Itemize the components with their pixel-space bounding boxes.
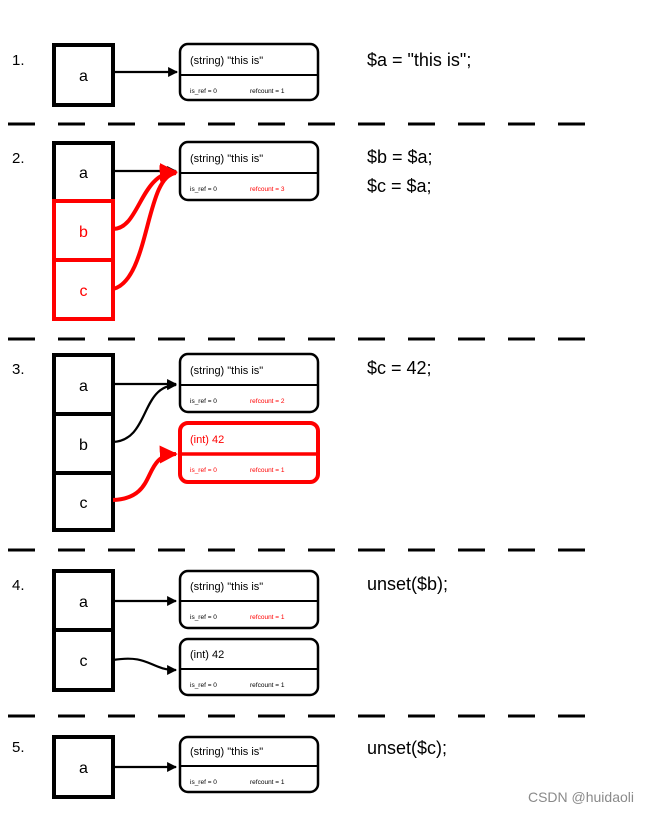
zval-is-ref: is_ref = 0 (190, 398, 217, 405)
step-3: 3. a b c (string) "this is" is_ref = 0 r… (12, 352, 432, 532)
reference-arrow-c (112, 165, 178, 291)
variable-label-b: b (79, 224, 88, 241)
zval-string-box: (string) "this is" is_ref = 0 refcount =… (178, 569, 320, 630)
zval-is-ref: is_ref = 0 (190, 682, 217, 689)
variable-box-a: a (52, 569, 115, 632)
code-line: $c = 42; (367, 358, 432, 378)
zval-refcount: refcount = 1 (250, 779, 285, 786)
step-number: 4. (12, 577, 25, 594)
zval-int-box: (int) 42 is_ref = 0 refcount = 1 (178, 637, 320, 697)
zval-refcount: refcount = 3 (250, 186, 285, 193)
step-4: 4. a c (string) "this is" is_ref = 0 ref… (12, 569, 448, 697)
zval-int-box: (int) 42 is_ref = 0 refcount = 1 (178, 421, 320, 484)
zval-type: (string) "this is" (190, 746, 263, 758)
zval-refcount: refcount = 1 (250, 88, 285, 95)
zval-is-ref: is_ref = 0 (190, 88, 217, 95)
watermark: CSDN @huidaoli (527, 789, 634, 805)
step-number: 1. (12, 52, 25, 69)
variable-label-a: a (79, 68, 88, 85)
zval-is-ref: is_ref = 0 (190, 467, 217, 474)
zval-type: (int) 42 (190, 434, 224, 446)
code-line: unset($c); (367, 738, 447, 758)
zval-refcount: refcount = 1 (250, 467, 285, 474)
variable-box-b: b (52, 199, 115, 262)
reference-arrow-b (112, 163, 178, 231)
zval-refcount: refcount = 1 (250, 614, 285, 621)
zval-string-box: (string) "this is" is_ref = 0 refcount =… (178, 140, 320, 202)
zval-is-ref: is_ref = 0 (190, 614, 217, 621)
reference-arrow-b (112, 380, 177, 444)
variable-label-a: a (79, 760, 88, 777)
variable-label-a: a (79, 594, 88, 611)
zval-refcount: refcount = 2 (250, 398, 285, 405)
zval-string-box: (string) "this is" is_ref = 0 refcount =… (178, 735, 320, 794)
step-number: 2. (12, 150, 25, 167)
variable-label-a: a (79, 378, 88, 395)
variable-box-a: a (52, 735, 115, 799)
variable-box-a: a (52, 141, 115, 203)
zval-refcount: refcount = 1 (250, 682, 285, 689)
variable-label-c: c (80, 283, 88, 300)
variable-label-c: c (80, 653, 88, 670)
step-1: 1. a (string) "this is" is_ref = 0 refco… (12, 42, 471, 107)
code-line: $b = $a; (367, 147, 433, 167)
zval-string-box: (string) "this is" is_ref = 0 refcount =… (178, 42, 320, 102)
variable-label-a: a (79, 165, 88, 182)
variable-label-c: c (80, 495, 88, 512)
code-line: $a = "this is"; (367, 50, 471, 70)
variable-box-c: c (52, 471, 115, 532)
zval-type: (int) 42 (190, 649, 224, 661)
step-number: 3. (12, 361, 25, 378)
zval-is-ref: is_ref = 0 (190, 779, 217, 786)
zval-type: (string) "this is" (190, 55, 263, 67)
zval-is-ref: is_ref = 0 (190, 186, 217, 193)
variable-box-a: a (52, 353, 115, 416)
variable-box-c: c (52, 258, 115, 321)
variable-box-c: c (52, 628, 115, 692)
reference-arrow-c (112, 445, 178, 502)
reference-arrow-c (112, 657, 177, 675)
step-number: 5. (12, 739, 25, 756)
zval-type: (string) "this is" (190, 581, 263, 593)
step-5: 5. a (string) "this is" is_ref = 0 refco… (12, 735, 447, 799)
code-line: $c = $a; (367, 176, 432, 196)
variable-box-b: b (52, 412, 115, 475)
zval-type: (string) "this is" (190, 365, 263, 377)
variable-box-a: a (52, 43, 115, 107)
zval-type: (string) "this is" (190, 153, 263, 165)
zval-string-box: (string) "this is" is_ref = 0 refcount =… (178, 352, 320, 414)
step-2: 2. a b c (string) "this is" is_ref = 0 r… (12, 140, 433, 321)
variable-label-b: b (79, 437, 88, 454)
code-line: unset($b); (367, 574, 448, 594)
